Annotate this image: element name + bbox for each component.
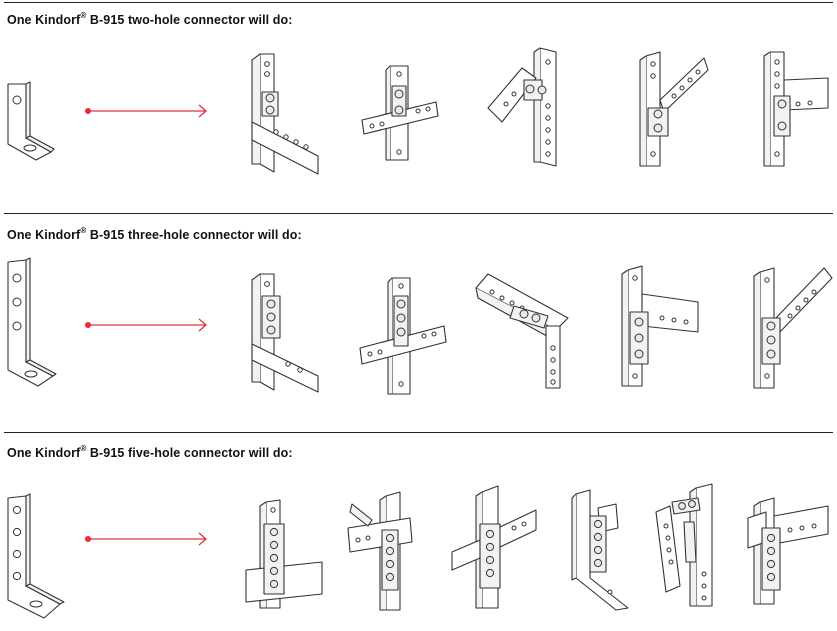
- assembly-cross-illustration: [358, 276, 448, 398]
- divider: [4, 2, 833, 3]
- assembly-angled-illustration: [486, 46, 568, 168]
- assembly-gusset-illustration: [450, 484, 540, 612]
- assembly-cross-illustration: [346, 490, 414, 614]
- assembly-corner-illustration: [248, 52, 322, 178]
- assembly-double-channel-illustration: [654, 482, 720, 610]
- assembly-corner-illustration: [248, 272, 322, 396]
- three-hole-connector-illustration: [6, 257, 58, 388]
- red-arrow: [84, 318, 210, 332]
- assembly-diagonal-illustration: [748, 264, 834, 392]
- red-arrow: [84, 532, 210, 546]
- assembly-tee-illustration: [618, 264, 702, 390]
- divider: [4, 213, 833, 214]
- assembly-bracket-illustration: [760, 50, 832, 170]
- five-hole-connector-illustration: [6, 493, 66, 622]
- assembly-angled-illustration: [570, 488, 642, 612]
- red-arrow: [84, 104, 210, 118]
- assembly-cross-illustration: [360, 64, 440, 164]
- assembly-side-bracket-illustration: [746, 496, 832, 608]
- assembly-tee-illustration: [244, 498, 326, 612]
- assembly-tee-illustration: [638, 50, 710, 170]
- section-heading: One Kindorf® B-915 two-hole connector wi…: [7, 10, 293, 27]
- section-heading: One Kindorf® B-915 three-hole connector …: [7, 225, 302, 242]
- divider: [4, 432, 833, 433]
- assembly-elbow-illustration: [474, 270, 572, 390]
- section-heading: One Kindorf® B-915 five-hole connector w…: [7, 443, 293, 460]
- two-hole-connector-illustration: [6, 81, 56, 162]
